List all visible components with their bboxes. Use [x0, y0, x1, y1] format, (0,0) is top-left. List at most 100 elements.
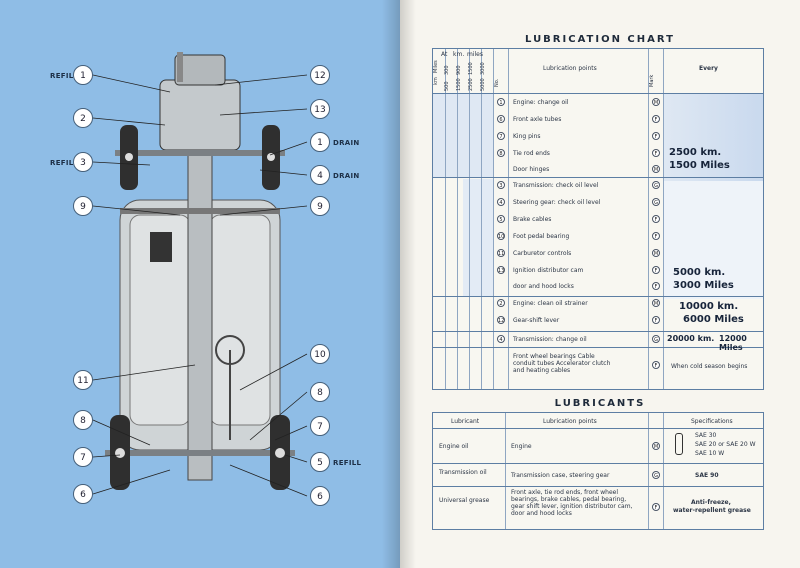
thermometer-icon	[675, 433, 683, 455]
lubricants-title: LUBRICANTS	[554, 398, 646, 409]
callout-1-drain: 1	[310, 132, 330, 152]
lubricant-name: Engine oil	[439, 443, 469, 450]
row-point: King pins	[513, 133, 541, 140]
row-number: 12	[497, 316, 505, 324]
callout-side-label: DRAIN	[333, 139, 360, 147]
header-km-col: 2500	[468, 78, 474, 91]
callout-6-right: 6	[310, 486, 330, 506]
every-miles: 6000 Miles	[683, 314, 744, 325]
callout-side-label: REFILL	[333, 459, 362, 467]
row-point: Foot pedal bearing	[513, 233, 570, 240]
row-point: Door hinges	[513, 166, 550, 173]
callout-1-refill: 1	[73, 65, 93, 85]
callout-4-drain: 4	[310, 165, 330, 185]
lubricant-spec: Anti-freeze,	[691, 499, 731, 506]
chassis-diagram-page: REFILL 1 2 REFILL 3 9 12 13 1 DRAIN 4 DR…	[0, 0, 400, 568]
row-point: Engine: clean oil strainer	[513, 300, 588, 307]
row-point: Front axle tubes	[513, 116, 562, 123]
header-miles: miles	[467, 51, 483, 58]
every-km: 2500 km.	[669, 147, 722, 158]
row-mark: G	[652, 181, 660, 189]
header-at: At	[441, 51, 448, 58]
lubricant-mark: F	[652, 503, 660, 511]
callout-5-refill: 5	[310, 452, 330, 472]
row-number: 2	[497, 299, 505, 307]
row-point: Front wheel bearings Cable conduit tubes…	[513, 353, 611, 374]
row-mark: F	[652, 361, 660, 369]
row-number: 3	[497, 181, 505, 189]
row-mark: M	[652, 98, 660, 106]
row-point: Ignition distributor cam	[513, 267, 584, 274]
callout-13: 13	[310, 99, 330, 119]
header-mark: Mark	[649, 74, 655, 87]
lubrication-page: LUBRICATION CHART At km. miles km Miles …	[400, 0, 800, 568]
every-km: 5000 km.	[673, 267, 726, 278]
header-miles-col: 900	[456, 65, 462, 75]
callout-9-right: 9	[310, 196, 330, 216]
callout-3-refill: 3	[73, 152, 93, 172]
callout-7-right: 7	[310, 416, 330, 436]
row-point: Brake cables	[513, 216, 552, 223]
header-no: No.	[494, 78, 500, 87]
every-km: 10000 km.	[679, 301, 739, 312]
lubricant-name: Transmission oil	[439, 469, 487, 476]
lubricant-spec: SAE 10 W	[695, 450, 725, 457]
row-point: Steering gear: check oil level	[513, 199, 601, 206]
lubricant-points: Front axle, tie rod ends, front wheel be…	[511, 489, 633, 517]
lubricant-points-header: Lubrication points	[543, 418, 597, 425]
row-number: 10	[497, 232, 505, 240]
callout-side-label: REFILL	[50, 72, 79, 80]
callout-6-left: 6	[73, 484, 93, 504]
lubricant-mark: G	[652, 471, 660, 479]
row-number: 6	[497, 115, 505, 123]
row-mark: F	[652, 149, 660, 157]
row-mark: F	[652, 215, 660, 223]
header-km-col: 500	[444, 81, 450, 91]
row-number: 8	[497, 149, 505, 157]
lubricant-points: Transmission case, steering gear	[511, 472, 610, 479]
every-miles: 3000 Miles	[673, 280, 734, 291]
row-point: Gear-shift lever	[513, 317, 560, 324]
lubrication-chart-title: LUBRICATION CHART	[525, 34, 675, 45]
lubricant-spec: water-repellent grease	[673, 507, 751, 514]
header-miles-col: 1500	[468, 62, 474, 75]
callout-8-left: 8	[73, 410, 93, 430]
callout-side-label: DRAIN	[333, 172, 360, 180]
row-mark: M	[652, 299, 660, 307]
row-point: Transmission: change oil	[513, 336, 587, 343]
lubricant-mark: M	[652, 442, 660, 450]
lubricant-spec: SAE 30	[695, 432, 717, 439]
row-point: Carburetor controls	[513, 250, 572, 257]
row-mark: G	[652, 335, 660, 343]
row-point: Tie rod ends	[513, 150, 550, 157]
callout-side-label: REFILL	[50, 159, 79, 167]
header-miles-col: 300	[444, 65, 450, 75]
row-number: 11	[497, 249, 505, 257]
every-miles: 12000 Miles	[719, 334, 747, 352]
header-km-col: 1500	[456, 78, 462, 91]
callout-11: 11	[73, 370, 93, 390]
row-mark: F	[652, 282, 660, 290]
row-mark: F	[652, 115, 660, 123]
row-mark: F	[652, 132, 660, 140]
lubrication-chart-table: At km. miles km Miles 500 1500 2500 5000…	[432, 48, 764, 390]
lubricants-table: Lubricant Lubrication points Specificati…	[432, 412, 764, 530]
row-number: 7	[497, 132, 505, 140]
lubricant-header: Lubricant	[451, 418, 480, 425]
specifications-header: Specifications	[691, 418, 733, 425]
header-km-col: 5000	[480, 78, 486, 91]
header-every: Every	[699, 65, 718, 72]
row-point: Transmission: check oil level	[513, 182, 599, 189]
lubricant-spec: SAE 20 or SAE 20 W	[695, 441, 756, 448]
row-mark: G	[652, 198, 660, 206]
row-number: 5	[497, 215, 505, 223]
header-miles-col: 3000	[480, 62, 486, 75]
row-point: door and hood locks	[513, 283, 574, 290]
every-text: When cold season begins	[671, 363, 748, 370]
every-miles: 1500 Miles	[669, 160, 730, 171]
row-mark: M	[652, 249, 660, 257]
header-km: km.	[453, 51, 465, 58]
header-miles-vertical: Miles	[433, 60, 439, 73]
row-number: 1	[497, 98, 505, 106]
lubricant-spec: SAE 90	[695, 472, 719, 479]
